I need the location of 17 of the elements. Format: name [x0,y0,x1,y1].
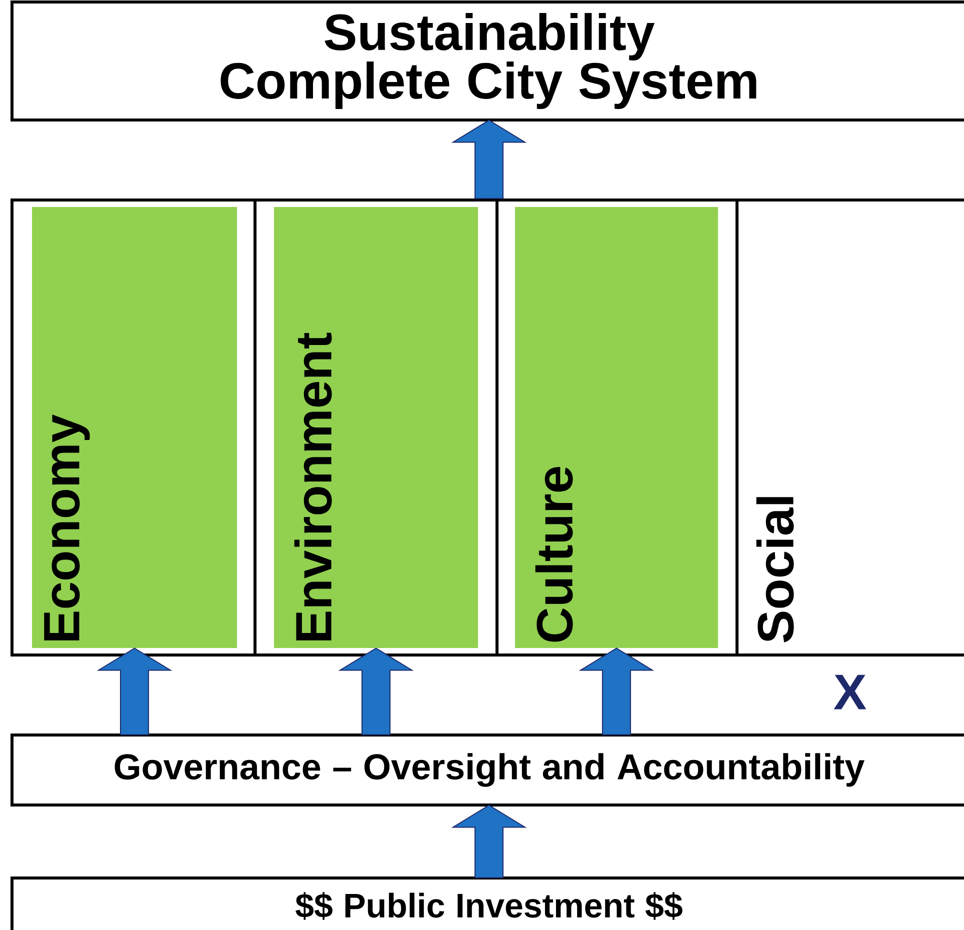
block-arrow [451,804,527,878]
pillar-column: Social [756,497,794,642]
pillar-column: Economy [32,207,237,648]
node-text: Sustainability Complete City System [220,12,756,110]
block-arrow [96,648,172,736]
text-box: $$ Public Investment $$ [10,876,964,930]
cross-mark: X [834,674,866,710]
block-arrow [578,648,654,736]
pillar-column: Environment [274,207,478,648]
block-arrow [451,120,527,199]
pillar-column: Culture [515,207,718,648]
text-box: Sustainability Complete City System [10,0,964,122]
block-arrow [338,648,414,736]
text-box: Governance – Oversight and Accountability [10,734,964,806]
node-text: Governance – Oversight and Accountability [114,753,865,787]
node-text: $$ Public Investment $$ [296,892,682,920]
frame-box [10,198,964,656]
